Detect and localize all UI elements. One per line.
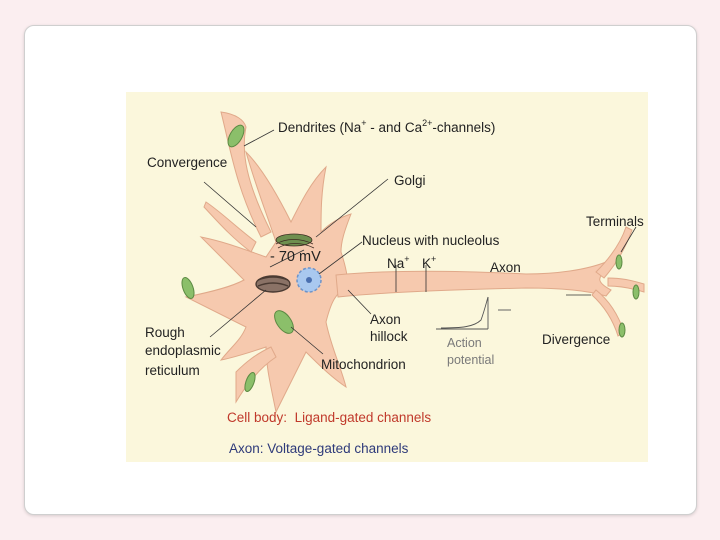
rough-er-label-3: reticulum <box>145 363 200 378</box>
action-potential-label-1: Action <box>447 336 482 350</box>
convergence-label: Convergence <box>147 155 228 170</box>
dendrite-bottom <box>235 346 277 404</box>
nucleolus <box>306 277 312 283</box>
nucleus-label: Nucleus with nucleolus <box>362 233 500 248</box>
golgi-label: Golgi <box>394 173 426 188</box>
rough-er <box>255 275 291 293</box>
axon-hillock-label-1: Axon <box>370 312 401 327</box>
slide-frame: Dendrites (Na+ - and Ca2+-channels) Conv… <box>24 25 697 515</box>
dendrites-label: Dendrites (Na+ - and Ca2+-channels) <box>278 118 496 135</box>
rough-er-label-1: Rough <box>145 325 185 340</box>
neuron-illustration <box>181 111 645 414</box>
axon-shaft <box>335 261 612 298</box>
action-potential-label-2: potential <box>447 353 495 367</box>
axon-label: Axon <box>490 260 521 275</box>
mitochondrion-label: Mitochondrion <box>321 357 406 372</box>
terminals-label: Terminals <box>586 214 644 229</box>
na-label: Na+ <box>387 254 410 271</box>
rough-er-label-2: endoplasmic <box>145 343 221 358</box>
mitochondria <box>181 124 640 392</box>
axon-terminal-bottom <box>591 289 625 337</box>
axon-terminal-top <box>595 226 633 279</box>
neuron-diagram: Dendrites (Na+ - and Ca2+-channels) Conv… <box>126 92 648 462</box>
action-potential-plot <box>436 296 511 330</box>
cell-body-channels-label: Cell body: Ligand-gated channels <box>227 410 432 425</box>
leader-lines <box>203 129 637 355</box>
golgi <box>275 233 315 249</box>
divergence-label: Divergence <box>542 332 611 347</box>
dendrite-left <box>203 201 257 253</box>
axon-channels-label: Axon: Voltage-gated channels <box>229 441 409 456</box>
cell-shape <box>184 111 645 414</box>
axon-hillock-label-2: hillock <box>370 329 408 344</box>
membrane-potential-label: - 70 mV <box>270 249 321 265</box>
k-label: K+ <box>422 254 437 271</box>
